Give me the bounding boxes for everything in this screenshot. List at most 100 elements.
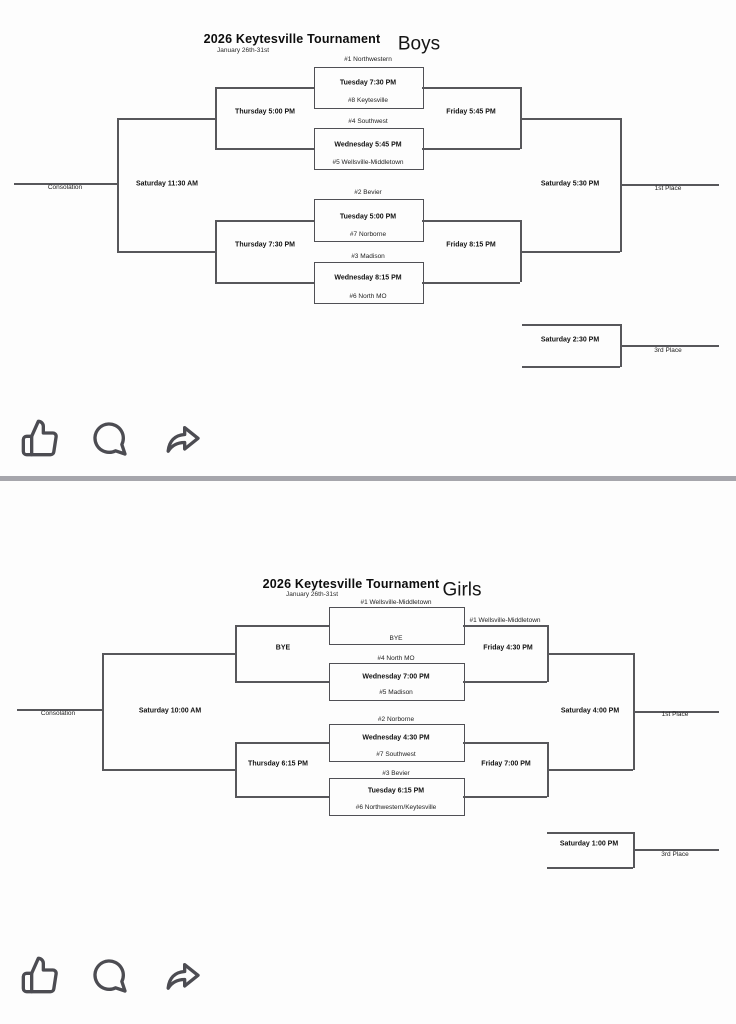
bracket-line <box>235 681 329 683</box>
bracket-line <box>463 625 547 627</box>
bracket-line <box>215 87 217 149</box>
game-time-label: Wednesday 7:00 PM <box>362 673 430 681</box>
bracket-line <box>422 220 520 222</box>
championship-time: Saturday 4:00 PM <box>560 707 620 715</box>
bracket-line <box>235 742 237 797</box>
share-button[interactable] <box>162 419 204 459</box>
bracket-line <box>215 220 217 282</box>
consolation-semi-time: Thursday 6:15 PM <box>248 760 308 768</box>
bracket-line <box>522 366 620 368</box>
consolation-semi-time: Thursday 7:30 PM <box>235 241 295 249</box>
consolation-final-time: Saturday 10:00 AM <box>138 707 202 715</box>
bracket-line <box>633 849 719 851</box>
semifinal-time: Friday 4:30 PM <box>483 644 533 652</box>
bracket-line <box>215 87 314 89</box>
comment-button[interactable] <box>90 419 130 459</box>
bracket-line <box>520 251 620 253</box>
team-seed-label: #1 Wellsville-Middletown <box>360 598 432 606</box>
game-time-label: Tuesday 5:00 PM <box>339 213 397 221</box>
team-seed-label: #5 Madison <box>379 688 413 696</box>
bracket-line <box>17 709 102 711</box>
bracket-line <box>235 742 329 744</box>
bracket-line <box>215 282 314 284</box>
team-seed-label: #4 North MO <box>377 654 415 662</box>
like-button[interactable] <box>20 953 60 997</box>
bracket-line <box>215 148 314 150</box>
semifinal-time: Friday 7:00 PM <box>481 760 531 768</box>
game-time-label: Tuesday 7:30 PM <box>339 79 397 87</box>
page-title: 2026 Keytesville Tournament <box>203 31 381 46</box>
team-seed-label: #5 Wellsville-Middletown <box>332 158 404 166</box>
bracket-line <box>14 183 117 185</box>
bracket-line <box>235 625 237 682</box>
team-seed-label: #3 Bevier <box>382 769 410 777</box>
third-place-label: 3rd Place <box>654 346 682 354</box>
bracket-line <box>547 769 633 771</box>
post-divider <box>0 476 736 481</box>
bracket-line <box>215 220 314 222</box>
consolation-place-label: Consolation <box>40 709 76 717</box>
third-place-time: Saturday 1:00 PM <box>559 840 619 848</box>
team-seed-label: #8 Keytesville <box>347 96 389 104</box>
championship-time: Saturday 5:30 PM <box>540 180 600 188</box>
bracket-line <box>422 148 520 150</box>
first-place-label: 1st Place <box>654 184 682 192</box>
speech-bubble-icon <box>93 422 127 456</box>
team-seed-label: #1 Northwestern <box>344 55 392 63</box>
bracket-line <box>547 653 633 655</box>
thumbs-up-icon <box>21 956 58 994</box>
bracket-line <box>235 796 329 798</box>
third-place-label: 3rd Place <box>661 850 689 858</box>
bracket-line <box>102 769 235 771</box>
bracket-line <box>463 742 547 744</box>
team-seed-label: #6 Northwestern/Keytesville <box>355 803 437 811</box>
game-time-label: Tuesday 6:15 PM <box>367 787 425 795</box>
team-seed-label: #7 Norborne <box>349 230 387 238</box>
semifinal-time: Friday 5:45 PM <box>446 108 496 116</box>
thumbs-up-icon <box>21 419 58 457</box>
bracket-line <box>620 184 719 186</box>
bracket-line <box>102 653 104 770</box>
bracket-line <box>633 711 719 713</box>
comment-button[interactable] <box>90 956 130 996</box>
first-place-label: 1st Place <box>661 710 689 718</box>
share-arrow-icon <box>166 963 200 990</box>
team-seed-label: BYE <box>389 634 403 642</box>
bracket-line <box>422 282 520 284</box>
bracket-line <box>235 625 329 627</box>
bracket-gender-label: Boys <box>397 33 441 55</box>
like-button[interactable] <box>20 416 60 460</box>
page-title: 2026 Keytesville Tournament <box>262 576 440 591</box>
consolation-final-time: Saturday 11:30 AM <box>136 180 198 188</box>
bracket-line <box>547 832 633 834</box>
bracket-line <box>547 867 633 869</box>
consolation-place-label: Consolation <box>47 183 83 191</box>
bracket-line <box>520 118 620 120</box>
bracket-line <box>117 118 215 120</box>
consolation-semi-time: BYE <box>275 644 291 652</box>
bracket-gender-label: Girls <box>442 579 482 601</box>
game-time-label: Wednesday 4:30 PM <box>362 734 430 742</box>
team-seed-label: #7 Southwest <box>376 750 416 758</box>
team-seed-label: #3 Madison <box>351 252 385 260</box>
share-button[interactable] <box>162 956 204 996</box>
bracket-line <box>620 345 719 347</box>
bracket-line <box>117 118 119 252</box>
share-arrow-icon <box>166 426 200 453</box>
tournament-dates: January 26th-31st <box>286 590 339 598</box>
advancing-team-label: #1 Wellsville-Middletown <box>469 616 541 624</box>
speech-bubble-icon <box>93 959 127 993</box>
team-seed-label: #2 Bevier <box>354 188 382 196</box>
semifinal-time: Friday 8:15 PM <box>446 241 496 249</box>
bracket-line <box>522 324 620 326</box>
consolation-semi-time: Thursday 5:00 PM <box>235 108 295 116</box>
tournament-dates: January 26th-31st <box>217 46 270 54</box>
team-seed-label: #4 Southwest <box>348 117 388 125</box>
bracket-line <box>422 87 520 89</box>
game-time-label: Wednesday 8:15 PM <box>334 274 402 282</box>
team-seed-label: #2 Norborne <box>377 715 415 723</box>
game-time-label: Wednesday 5:45 PM <box>334 141 402 149</box>
team-seed-label: #6 North MO <box>349 292 387 300</box>
third-place-time: Saturday 2:30 PM <box>540 336 600 344</box>
